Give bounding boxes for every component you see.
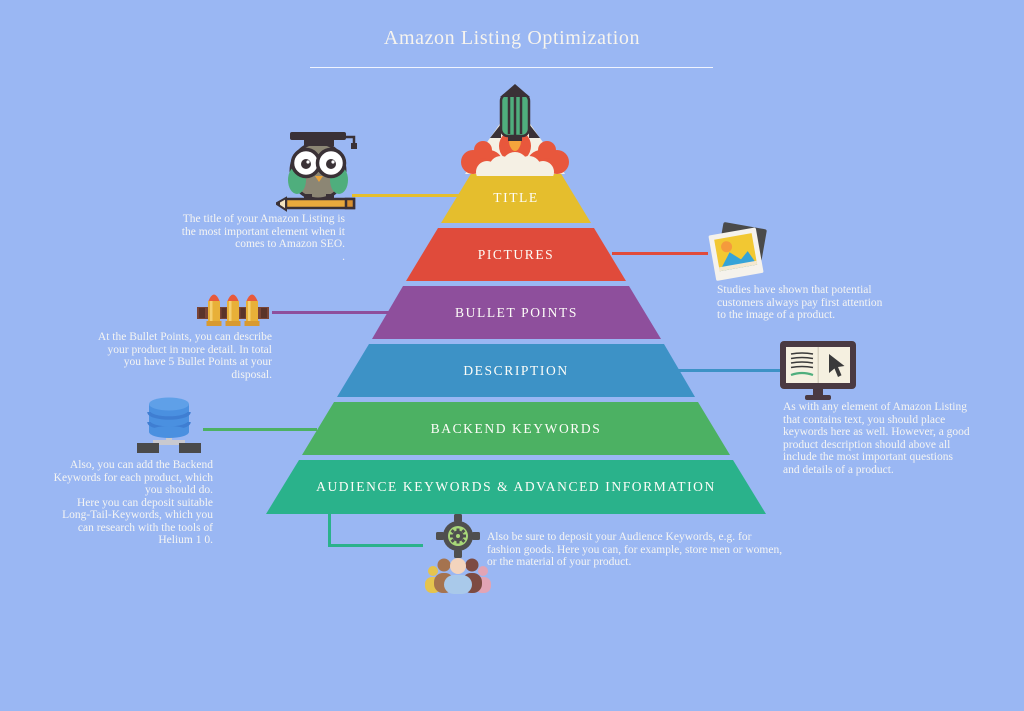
- note-pictures: Studies have shown that potential custom…: [717, 284, 883, 321]
- pyramid-level-audience-keywords: AUDIENCE KEYWORDS & ADVANCED INFORMATION: [266, 460, 766, 514]
- note-title: The title of your Amazon Listing is the …: [181, 213, 345, 263]
- monitor-book-cursor-icon: [779, 340, 857, 407]
- connector-bullet-points: [272, 311, 389, 314]
- title-divider: [310, 67, 713, 68]
- rocket-launch-icon: [453, 84, 577, 183]
- pyramid-level-bullet-points-label: BULLET POINTS: [455, 304, 578, 320]
- note-description: As with any element of Amazon Listing th…: [783, 401, 970, 476]
- pyramid-level-title-label: TITLE: [493, 189, 539, 205]
- connector-title: [352, 194, 472, 197]
- pyramid-level-description: DESCRIPTION: [337, 344, 695, 397]
- connector-pictures: [612, 252, 708, 255]
- pyramid-level-pictures-label: PICTURES: [477, 246, 555, 262]
- connector-audience-vertical: [328, 512, 331, 547]
- pyramid-level-backend-keywords: BACKEND KEYWORDS: [302, 402, 730, 455]
- ammo-bullets-icon: [197, 287, 269, 338]
- connector-audience-horizontal: [328, 544, 423, 547]
- target-gear-audience-icon: [423, 514, 493, 599]
- pyramid-level-bullet-points: BULLET POINTS: [372, 286, 661, 339]
- connector-description: [676, 369, 782, 372]
- pyramid-level-backend-keywords-label: BACKEND KEYWORDS: [430, 420, 602, 436]
- database-network-icon: [137, 396, 201, 461]
- owl-graduate-on-pencil-icon: [274, 124, 364, 219]
- note-bullet-points: At the Bullet Points, you can describe y…: [97, 331, 272, 381]
- note-audience-keywords: Also be sure to deposit your Audience Ke…: [487, 531, 783, 568]
- pyramid-level-description-label: DESCRIPTION: [463, 362, 569, 378]
- connector-backend-keywords: [203, 428, 317, 431]
- page-title: Amazon Listing Optimization: [383, 27, 641, 49]
- pyramid-level-pictures: PICTURES: [406, 228, 626, 281]
- pyramid-level-audience-keywords-label: AUDIENCE KEYWORDS & ADVANCED INFORMATION: [316, 479, 716, 494]
- note-backend-keywords: Also, you can add the Backend Keywords f…: [53, 459, 213, 546]
- photo-stack-icon: [703, 220, 775, 291]
